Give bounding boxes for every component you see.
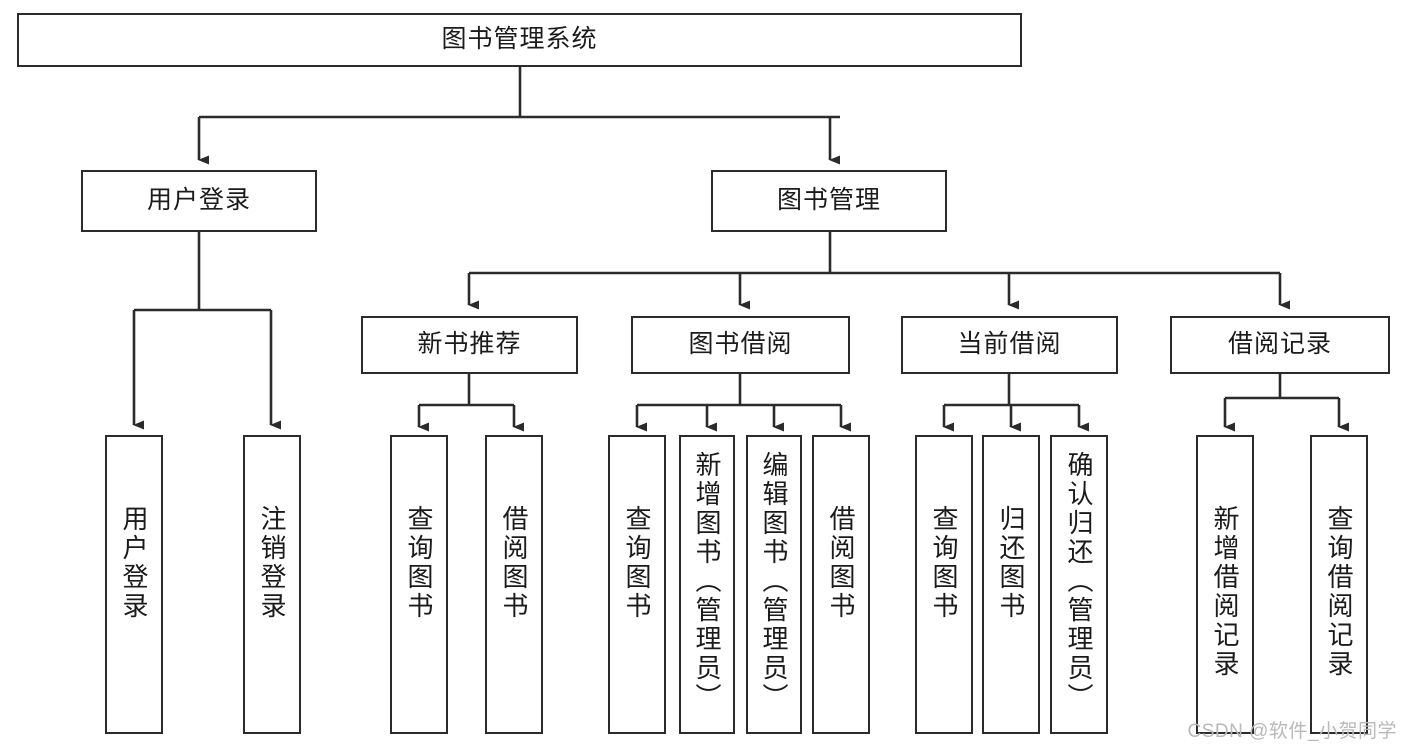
leaf-record-add-record[interactable]: 新增借阅记录	[1196, 435, 1254, 734]
leaf-borrow-query-book-label: 查询图书	[622, 505, 652, 621]
leaf-user-login-login[interactable]: 用户登录	[105, 435, 163, 734]
leaf-new-book-query-book-label: 查询图书	[404, 505, 434, 621]
node-book-management-label: 图书管理	[776, 186, 881, 215]
leaf-current-query-book[interactable]: 查询图书	[915, 435, 973, 734]
leaf-borrow-query-book[interactable]: 查询图书	[608, 435, 666, 734]
leaf-current-confirm-return-admin-label: 确认归还（管理员）	[1064, 451, 1094, 712]
leaf-record-query-record-label: 查询借阅记录	[1324, 505, 1354, 679]
leaf-new-book-borrow-book-label: 借阅图书	[499, 505, 529, 621]
leaf-current-return-book[interactable]: 归还图书	[982, 435, 1040, 734]
node-current-borrow[interactable]: 当前借阅	[901, 316, 1118, 374]
leaf-borrow-add-book-admin[interactable]: 新增图书（管理员）	[679, 435, 735, 734]
leaf-current-confirm-return-admin[interactable]: 确认归还（管理员）	[1050, 435, 1108, 734]
leaf-current-query-book-label: 查询图书	[929, 505, 959, 621]
node-borrow-record[interactable]: 借阅记录	[1170, 316, 1390, 374]
node-user-login-label: 用户登录	[146, 186, 251, 215]
leaf-borrow-borrow-book[interactable]: 借阅图书	[812, 435, 870, 734]
leaf-borrow-borrow-book-label: 借阅图书	[826, 505, 856, 621]
node-new-book-recommend-label: 新书推荐	[417, 330, 522, 359]
leaf-borrow-add-book-admin-label: 新增图书（管理员）	[692, 451, 722, 712]
leaf-new-book-query-book[interactable]: 查询图书	[390, 435, 448, 734]
node-user-login[interactable]: 用户登录	[81, 170, 317, 232]
leaf-borrow-edit-book-admin-label: 编辑图书（管理员）	[759, 451, 789, 712]
leaf-user-login-login-label: 用户登录	[119, 505, 149, 621]
leaf-current-return-book-label: 归还图书	[996, 505, 1026, 621]
leaf-user-login-logout[interactable]: 注销登录	[243, 435, 301, 734]
leaf-record-add-record-label: 新增借阅记录	[1210, 505, 1240, 679]
node-book-borrow-label: 图书借阅	[688, 330, 793, 359]
node-root[interactable]: 图书管理系统	[17, 13, 1022, 67]
node-book-management[interactable]: 图书管理	[711, 170, 947, 232]
leaf-record-query-record[interactable]: 查询借阅记录	[1310, 435, 1368, 734]
leaf-borrow-edit-book-admin[interactable]: 编辑图书（管理员）	[746, 435, 802, 734]
node-root-label: 图书管理系统	[441, 25, 598, 54]
leaf-new-book-borrow-book[interactable]: 借阅图书	[485, 435, 543, 734]
leaf-user-login-logout-label: 注销登录	[257, 505, 287, 621]
node-book-borrow[interactable]: 图书借阅	[631, 316, 850, 374]
node-borrow-record-label: 借阅记录	[1227, 330, 1332, 359]
node-new-book-recommend[interactable]: 新书推荐	[361, 316, 578, 374]
node-current-borrow-label: 当前借阅	[957, 330, 1062, 359]
